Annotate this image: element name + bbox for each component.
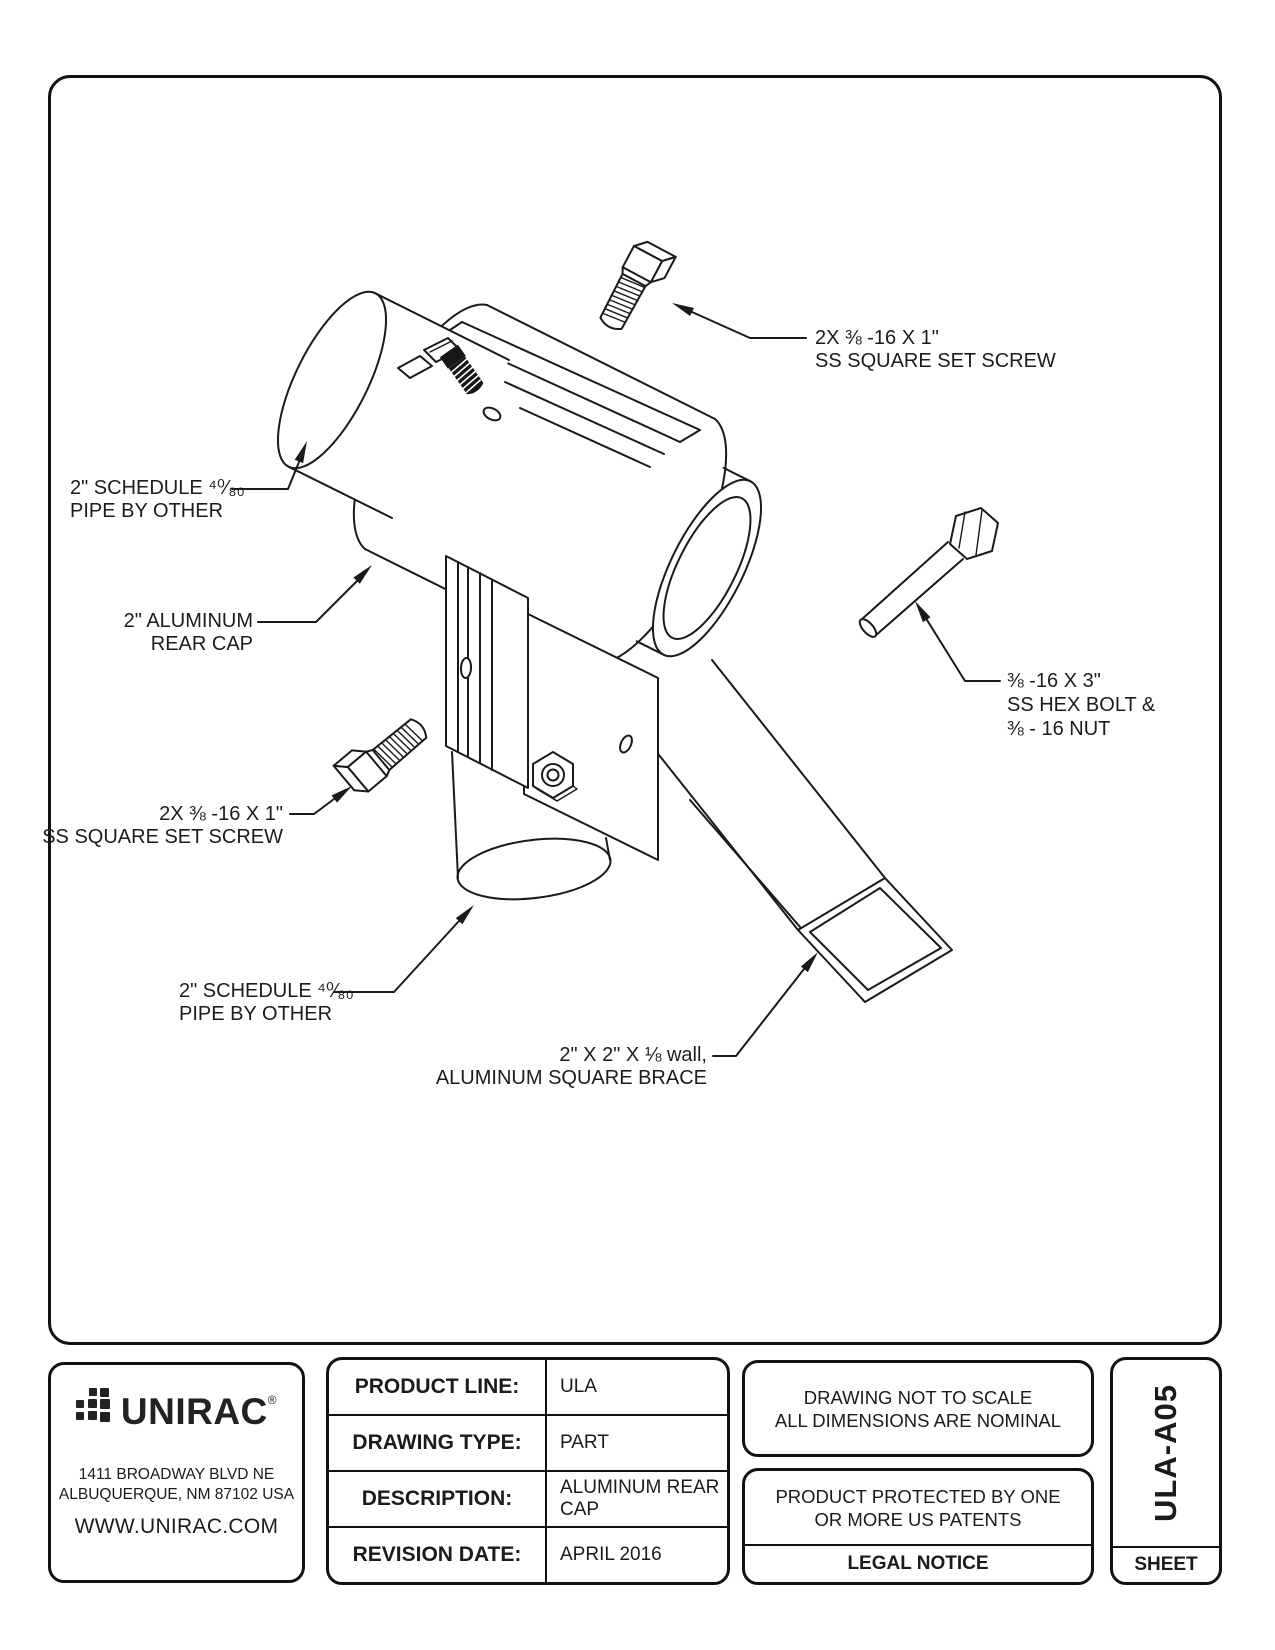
callout-pipe-upper: 2" SCHEDULE ⁴⁰⁄₈₀ PIPE BY OTHER [70, 477, 245, 522]
callout-set-screw-left: 2X ⅜ -16 X 1" SS SQUARE SET SCREW [42, 803, 283, 848]
company-logo: UNIRAC® [51, 1381, 302, 1431]
horizontal-pipe-left [276, 290, 510, 519]
lower-bracket [445, 555, 659, 861]
patent-text: PRODUCT PROTECTED BY ONE OR MORE US PATE… [775, 1485, 1061, 1530]
callout-pipe-lower: 2" SCHEDULE ⁴⁰⁄₈₀ PIPE BY OTHER [179, 980, 354, 1025]
document-number-block: ULA-A05 SHEET [1110, 1357, 1222, 1585]
set-screw-left-graphic [332, 705, 433, 799]
row-label: DRAWING TYPE: [329, 1416, 547, 1470]
title-table: PRODUCT LINE: ULA DRAWING TYPE: PART DES… [326, 1357, 730, 1585]
callout-square-brace: 2" X 2" X ⅛ wall, ALUMINUM SQUARE BRACE [435, 1044, 707, 1089]
legal-notice-label: LEGAL NOTICE [745, 1544, 1091, 1582]
square-brace-graphic [654, 659, 953, 1003]
table-row: DRAWING TYPE: PART [329, 1414, 727, 1470]
row-label: REVISION DATE: [329, 1528, 547, 1582]
row-value: ALUMINUM REAR CAP [560, 1477, 720, 1520]
table-row: PRODUCT LINE: ULA [329, 1360, 727, 1414]
company-block: UNIRAC® 1411 BROADWAY BLVD NE ALBUQUERQU… [48, 1362, 305, 1583]
company-address: 1411 BROADWAY BLVD NE ALBUQUERQUE, NM 87… [58, 1466, 295, 1503]
row-value: PART [560, 1432, 609, 1453]
installed-set-screw [439, 344, 484, 395]
callout-set-screw-top: 2X ⅜ -16 X 1" SS SQUARE SET SCREW [815, 327, 1056, 372]
company-name: UNIRAC® [120, 1391, 278, 1432]
hex-nut [532, 751, 578, 802]
row-label: DESCRIPTION: [329, 1472, 547, 1526]
row-label: PRODUCT LINE: [329, 1360, 547, 1414]
unirac-logo-mark-icon [75, 1388, 110, 1422]
callout-hex-bolt: ⅜ -16 X 3" SS HEX BOLT & ⅜ - 16 NUT [1007, 670, 1156, 740]
row-value: ULA [560, 1376, 597, 1397]
row-value: APRIL 2016 [560, 1544, 662, 1565]
drawing-border-frame [48, 75, 1222, 1345]
leader-lines [231, 303, 1001, 1057]
table-row: REVISION DATE: APRIL 2016 [329, 1526, 727, 1582]
sheet-label: SHEET [1113, 1546, 1219, 1582]
clamp-slot-details [397, 337, 502, 422]
set-screw-top-graphic [593, 236, 677, 341]
registered-mark: ® [267, 1393, 278, 1407]
document-number: ULA-A05 [1148, 1384, 1183, 1522]
company-website: WWW.UNIRAC.COM [74, 1515, 279, 1538]
callout-rear-cap: 2" ALUMINUM REAR CAP [123, 610, 253, 655]
scale-notice: DRAWING NOT TO SCALE ALL DIMENSIONS ARE … [742, 1360, 1094, 1457]
table-row: DESCRIPTION: ALUMINUM REAR CAP [329, 1470, 727, 1526]
patent-notice: PRODUCT PROTECTED BY ONE OR MORE US PATE… [742, 1468, 1094, 1585]
horizontal-pipe-end [635, 466, 763, 658]
vertical-pipe-graphic [451, 751, 612, 901]
hex-bolt-graphic [858, 507, 999, 638]
